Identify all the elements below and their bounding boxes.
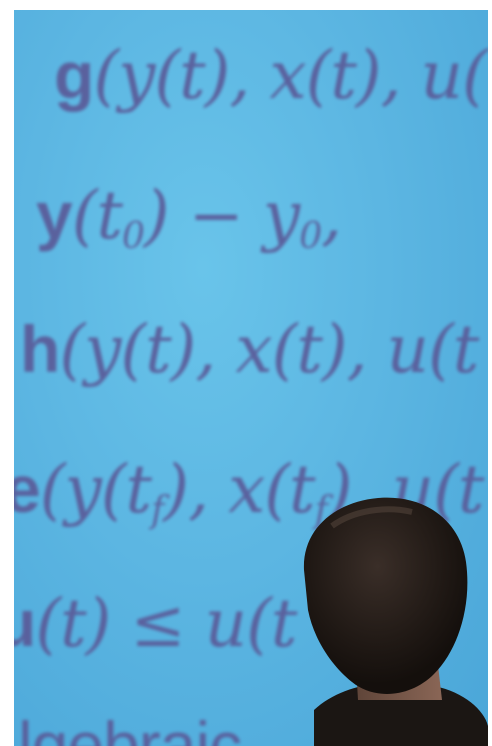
equation-algebraic-line: lgebraic bbox=[18, 708, 242, 746]
equation-initial-condition-line: y(t0) − y0, bbox=[36, 177, 342, 257]
equation-g-line: g(y(t), x(t), u( bbox=[54, 37, 488, 114]
projection-screen: g(y(t), x(t), u( y(t0) − y0, h(y(t), x(t… bbox=[14, 10, 488, 746]
equation-bound-line: u(t) ≤ u(t bbox=[14, 585, 297, 662]
equation-h-line: h(y(t), x(t), u(t bbox=[20, 311, 479, 388]
jacket-shape bbox=[314, 682, 488, 746]
neck-shape bbox=[354, 630, 442, 700]
equation-e-line: e(y(tf), x(tf), u(t bbox=[14, 451, 484, 531]
ear-shape bbox=[322, 594, 350, 642]
